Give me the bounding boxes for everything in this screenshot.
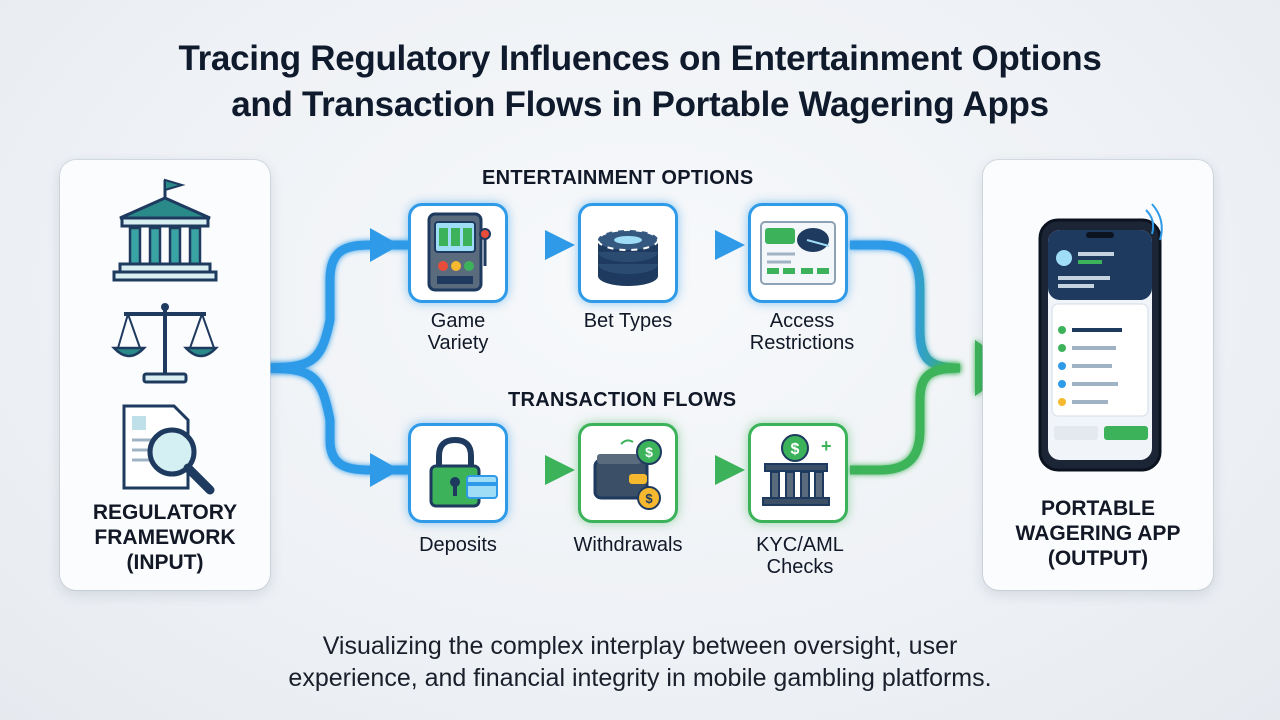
svg-text:$: $ [791, 441, 800, 458]
slot-machine-icon [427, 212, 491, 292]
game-variety-node [408, 203, 508, 303]
wallet-coins-icon: $ $ [593, 439, 662, 510]
transaction-flow-line [244, 363, 410, 475]
padlock-card-icon [429, 436, 498, 508]
withdrawals-label: Withdrawals [573, 534, 683, 556]
svg-text:$: $ [645, 491, 653, 506]
transaction-flows-heading: TRANSACTION FLOWS [508, 389, 737, 411]
bet-types-node [578, 203, 678, 303]
access-restrictions-node [748, 203, 848, 303]
deposits-label: Deposits [419, 534, 497, 556]
wagering-app-panel: PORTABLE WAGERING APP (OUTPUT) [983, 160, 1213, 590]
txn-link-1-arrowhead [545, 455, 575, 485]
page-title: Tracing Regulatory Influences on Enterta… [0, 36, 1280, 128]
input-panel-label: REGULATORY FRAMEWORK (INPUT) [92, 501, 238, 574]
title-line-2: and Transaction Flows in Portable Wageri… [231, 85, 1049, 124]
transaction-exit-line [850, 363, 961, 475]
svg-text:$: $ [645, 444, 653, 460]
deposits-node [408, 423, 508, 523]
entertainment-exit-line [850, 240, 961, 373]
caption-line-1: Visualizing the complex interplay betwee… [322, 632, 958, 660]
scales-icon [111, 303, 219, 384]
txn-link-2-arrowhead [715, 455, 745, 485]
diagram-caption: Visualizing the complex interplay betwee… [0, 630, 1280, 694]
kyc-aml-label: KYC/AML Checks [756, 534, 844, 578]
regulatory-framework-panel: REGULATORY FRAMEWORK (INPUT) [60, 160, 270, 590]
courthouse-icon [112, 178, 218, 282]
bank-dollar-icon: $ + [762, 434, 832, 506]
caption-line-2: experience, and financial integrity in m… [288, 664, 992, 692]
svg-text:+: + [821, 436, 832, 456]
bet-types-label: Bet Types [583, 310, 673, 332]
ent-link-2-arrowhead [715, 230, 745, 260]
sports-screen-icon [760, 221, 836, 285]
document-magnifier-icon [122, 404, 215, 495]
game-variety-label: Game Variety [427, 310, 489, 354]
output-panel-label: PORTABLE WAGERING APP (OUTPUT) [1015, 497, 1181, 570]
ent-link-1-arrowhead [545, 230, 575, 260]
access-restrictions-label: Access Restrictions [749, 310, 855, 354]
withdrawals-node: $ $ [578, 423, 678, 523]
transaction-entry-arrowhead [370, 453, 400, 487]
entertainment-options-heading: ENTERTAINMENT OPTIONS [482, 167, 754, 189]
kyc-aml-node: $ + [748, 423, 848, 523]
entertainment-entry-arrowhead [370, 228, 400, 262]
smartphone-icon [1038, 203, 1163, 472]
title-line-1: Tracing Regulatory Influences on Enterta… [178, 39, 1102, 78]
chip-stack-icon [597, 229, 659, 286]
